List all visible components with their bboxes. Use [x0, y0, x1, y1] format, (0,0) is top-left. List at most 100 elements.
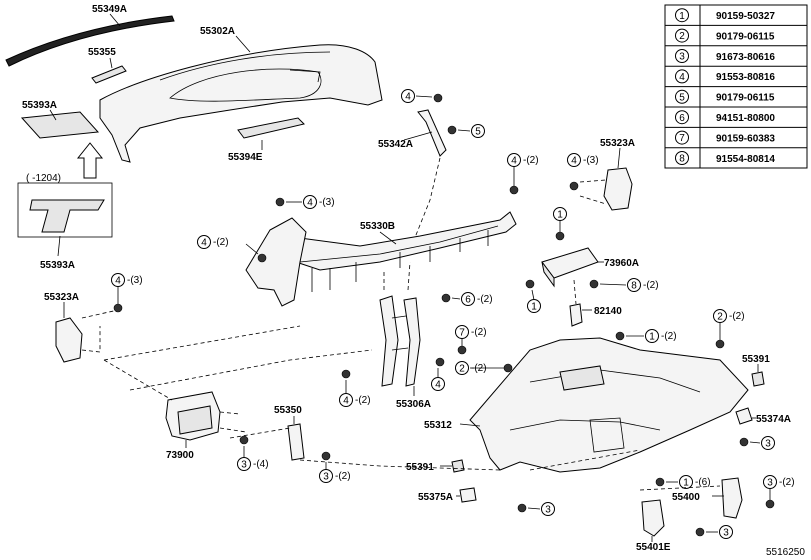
legend-part-4[interactable]: 91553-80816: [716, 72, 775, 83]
svg-text:3: 3: [765, 439, 771, 450]
part-55350[interactable]: 55350 3 -(2): [274, 405, 351, 483]
qty-4-3-right: -(3): [583, 155, 599, 166]
legend-part-2[interactable]: 90179-06115: [716, 31, 775, 42]
qty-2-2-a: -(2): [471, 363, 487, 374]
legend-num-3: 3: [679, 52, 685, 63]
legend-num-4: 4: [679, 72, 685, 83]
legend-part-8[interactable]: 91554-80814: [716, 154, 775, 165]
fastener-callout-3-right: 3: [739, 436, 775, 450]
svg-text:3: 3: [241, 460, 247, 471]
label-55330B[interactable]: 55330B: [360, 221, 395, 232]
fastener-callout-4-2-b: 4 -(2): [197, 235, 267, 263]
diagram-code: 5516250: [766, 547, 805, 558]
legend-part-5[interactable]: 90179-06115: [716, 93, 775, 104]
part-55312[interactable]: 55312: [424, 337, 749, 473]
label-55312[interactable]: 55312: [424, 420, 452, 431]
svg-text:4: 4: [201, 238, 207, 249]
part-55375A[interactable]: 55375A 3: [418, 487, 555, 516]
fastener-callout-2-2-a: 2 -(2): [455, 361, 513, 375]
part-82140[interactable]: 82140: [569, 279, 622, 327]
legend-table: 1 90159-50327 2 90179-06115 3 91673-8061…: [664, 4, 808, 169]
label-55342A[interactable]: 55342A: [378, 139, 413, 150]
qty-4-2-c: -(2): [355, 395, 371, 406]
label-55375A[interactable]: 55375A: [418, 492, 453, 503]
part-55330B[interactable]: 55330B: [245, 211, 517, 307]
svg-text:3: 3: [767, 478, 773, 489]
qty-3-2-a: -(2): [335, 471, 351, 482]
label-55306A[interactable]: 55306A: [396, 399, 431, 410]
part-55400[interactable]: 55400: [672, 477, 743, 519]
svg-text:1: 1: [557, 210, 563, 221]
qty-4-2-b: -(2): [213, 237, 229, 248]
part-73900[interactable]: 73900 3 -(4): [165, 391, 269, 471]
legend-num-5: 5: [679, 92, 685, 103]
svg-text:3: 3: [723, 528, 729, 539]
svg-text:2: 2: [717, 312, 723, 323]
label-55393A-top[interactable]: 55393A: [22, 100, 57, 111]
arrow-up-icon: [76, 142, 104, 179]
fastener-callout-6-2: 6 -(2): [441, 292, 493, 306]
fastener-callout-1-2: 1 -(2): [615, 329, 677, 343]
part-73960A[interactable]: 73960A 1 1: [525, 207, 639, 313]
part-55302A[interactable]: 55302A: [99, 26, 383, 163]
label-55355[interactable]: 55355: [88, 47, 116, 58]
label-73960A[interactable]: 73960A: [604, 258, 639, 269]
svg-text:2: 2: [459, 364, 465, 375]
part-55323A-left[interactable]: 4 -(3) 55323A: [44, 273, 143, 363]
fastener-callout-7-2: 7 -(2): [455, 325, 487, 355]
qty-7-2: -(2): [471, 327, 487, 338]
svg-text:3: 3: [545, 505, 551, 516]
qty-1-6: -(6): [695, 477, 711, 488]
label-73900[interactable]: 73900: [166, 450, 194, 461]
fastener-callout-2-2-b: 2 -(2): [713, 309, 745, 349]
svg-text:6: 6: [465, 295, 471, 306]
label-55323A-right[interactable]: 55323A: [600, 138, 635, 149]
legend-num-2: 2: [679, 31, 685, 42]
part-55393A-top[interactable]: 55393A: [20, 100, 100, 139]
legend-part-7[interactable]: 90159-60383: [716, 133, 775, 144]
legend-part-1[interactable]: 90159-50327: [716, 11, 775, 22]
label-55401E[interactable]: 55401E: [636, 542, 671, 553]
fastener-callout-5: 5: [447, 124, 485, 138]
part-55323A-right[interactable]: 55323A 4 -(3): [567, 138, 636, 211]
legend-part-3[interactable]: 91673-80616: [716, 52, 775, 63]
label-55350[interactable]: 55350: [274, 405, 302, 416]
label-55302A[interactable]: 55302A: [200, 26, 235, 37]
legend-part-6[interactable]: 94151-80800: [716, 113, 775, 124]
qty-8-2: -(2): [643, 280, 659, 291]
legend-num-7: 7: [679, 133, 685, 144]
part-55401E[interactable]: 55401E 3: [636, 499, 733, 553]
date-note-box: ( -1204) 55393A: [17, 173, 113, 271]
qty-1-2: -(2): [661, 331, 677, 342]
qty-4-2-a: -(2): [523, 155, 539, 166]
qty-3-4: -(4): [253, 459, 269, 470]
part-55391-left[interactable]: 55391: [406, 459, 465, 473]
part-55374A[interactable]: 55374A: [735, 407, 791, 425]
qty-3-2-b: -(2): [779, 477, 795, 488]
part-55306A[interactable]: 55306A 4 -(2) 4: [339, 261, 445, 410]
part-55355[interactable]: 55355: [88, 47, 127, 84]
legend-num-6: 6: [679, 113, 685, 124]
svg-text:1: 1: [683, 478, 689, 489]
label-55394E[interactable]: 55394E: [228, 152, 263, 163]
legend-num-8: 8: [679, 154, 685, 165]
svg-text:4: 4: [511, 156, 517, 167]
part-55349A[interactable]: 55349A: [5, 4, 175, 67]
label-55400[interactable]: 55400: [672, 492, 700, 503]
label-55393A-bottom[interactable]: 55393A: [40, 260, 75, 271]
fastener-callout-1-6: 1 -(6): [655, 475, 711, 489]
label-55349A[interactable]: 55349A: [92, 4, 127, 15]
svg-text:4: 4: [307, 198, 313, 209]
qty-2-2-b: -(2): [729, 311, 745, 322]
qty-4-3-left: -(3): [127, 275, 143, 286]
label-55374A[interactable]: 55374A: [756, 414, 791, 425]
svg-text:4: 4: [435, 380, 441, 391]
fastener-callout-4-2-a: 4 -(2): [507, 153, 539, 195]
fastener-callout-3-2-b: 3 -(2): [763, 475, 795, 509]
label-55323A-left[interactable]: 55323A: [44, 292, 79, 303]
part-55342A[interactable]: 55342A: [378, 109, 447, 251]
label-55391-right[interactable]: 55391: [742, 354, 770, 365]
label-82140[interactable]: 82140: [594, 306, 622, 317]
part-55394E[interactable]: 55394E: [228, 117, 305, 163]
part-55391-right[interactable]: 55391: [742, 354, 770, 387]
